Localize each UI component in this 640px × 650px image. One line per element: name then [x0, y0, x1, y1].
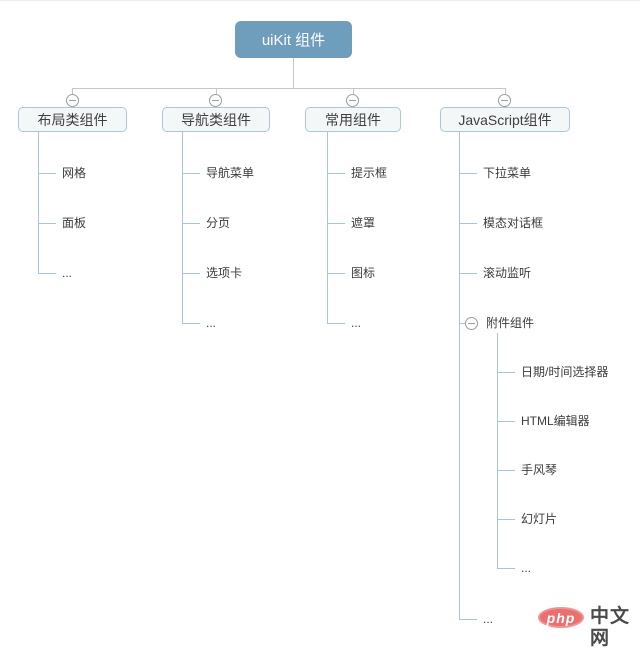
node-layout-components[interactable]: 布局类组件 — [18, 107, 127, 132]
leaf-stub-connector — [459, 619, 477, 620]
leaf-node[interactable]: 选项卡 — [206, 266, 243, 280]
leaf-stub-connector — [38, 223, 56, 224]
leaf-node[interactable]: ... — [351, 316, 362, 330]
leaf-stub-connector — [497, 372, 515, 373]
leaf-stub-connector — [182, 223, 200, 224]
leaf-stub-connector — [327, 223, 345, 224]
branch-trunk-connector — [327, 132, 328, 324]
leaf-node[interactable]: 图标 — [351, 266, 376, 280]
leaf-stub-connector — [459, 273, 477, 274]
leaf-node[interactable]: ... — [521, 561, 532, 575]
branch-trunk-connector — [459, 132, 460, 620]
leaf-stub-connector — [459, 323, 466, 324]
branch-trunk-connector — [38, 132, 39, 274]
collapse-icon[interactable] — [66, 94, 79, 107]
collapse-icon[interactable] — [465, 317, 478, 330]
leaf-node[interactable]: 下拉菜单 — [483, 166, 532, 180]
leaf-stub-connector — [38, 173, 56, 174]
leaf-stub-connector — [327, 273, 345, 274]
leaf-node[interactable]: 网格 — [62, 166, 87, 180]
node-navigation-components[interactable]: 导航类组件 — [162, 107, 270, 132]
collapse-icon[interactable] — [498, 94, 511, 107]
branch-stub-connector — [216, 88, 217, 94]
leaf-node[interactable]: 面板 — [62, 216, 87, 230]
root-node[interactable]: uiKit 组件 — [235, 21, 352, 58]
leaf-node[interactable]: 模态对话框 — [483, 216, 544, 230]
leaf-node[interactable]: 日期/时间选择器 — [521, 365, 609, 379]
branch-stub-connector — [505, 88, 506, 94]
root-trunk-connector — [293, 58, 294, 88]
leaf-node[interactable]: HTML编辑器 — [521, 414, 590, 428]
leaf-stub-connector — [327, 173, 345, 174]
collapse-icon[interactable] — [209, 94, 222, 107]
watermark-site-name: 中文网 — [590, 606, 631, 649]
leaf-stub-connector — [459, 173, 477, 174]
branch-stub-connector — [353, 88, 354, 94]
leaf-node[interactable]: 分页 — [206, 216, 231, 230]
leaf-stub-connector — [497, 568, 515, 569]
leaf-stub-connector — [38, 273, 56, 274]
php-logo-icon: php — [538, 607, 584, 628]
leaf-node[interactable]: 遮罩 — [351, 216, 376, 230]
leaf-node[interactable]: 提示框 — [351, 166, 388, 180]
node-common-components[interactable]: 常用组件 — [305, 107, 401, 132]
leaf-node[interactable]: ... — [62, 266, 73, 280]
leaf-stub-connector — [497, 519, 515, 520]
leaf-node[interactable]: 手风琴 — [521, 463, 558, 477]
branch-rail-connector — [72, 88, 506, 89]
leaf-node[interactable]: ... — [206, 316, 217, 330]
branch-stub-connector — [72, 88, 73, 94]
leaf-node[interactable]: 滚动监听 — [483, 266, 532, 280]
leaf-node[interactable]: ... — [483, 612, 494, 626]
collapse-icon[interactable] — [346, 94, 359, 107]
leaf-node[interactable]: 幻灯片 — [521, 512, 558, 526]
leaf-stub-connector — [182, 273, 200, 274]
leaf-stub-connector — [327, 323, 345, 324]
leaf-stub-connector — [497, 421, 515, 422]
subgroup-node[interactable]: 附件组件 — [486, 316, 535, 330]
leaf-node[interactable]: 导航菜单 — [206, 166, 255, 180]
leaf-stub-connector — [182, 323, 200, 324]
branch-trunk-connector — [182, 132, 183, 324]
leaf-stub-connector — [182, 173, 200, 174]
node-javascript-components[interactable]: JavaScript组件 — [440, 107, 570, 132]
leaf-stub-connector — [459, 223, 477, 224]
leaf-stub-connector — [497, 470, 515, 471]
subgroup-trunk-connector — [497, 333, 498, 569]
